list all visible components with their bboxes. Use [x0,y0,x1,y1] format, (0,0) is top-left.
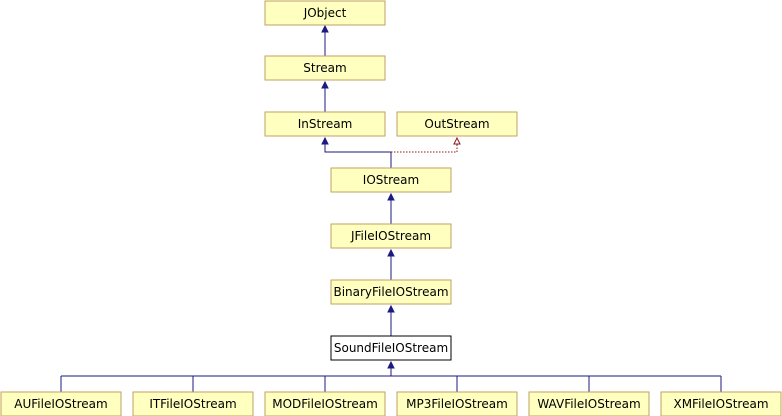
node-itfileiostream[interactable]: ITFileIOStream [132,391,254,416]
node-label: AUFileIOStream [14,397,107,411]
node-label: JObject [303,6,347,20]
node-iostream[interactable]: IOStream [330,167,452,193]
node-label: InStream [298,117,353,131]
arrowhead [321,24,329,33]
node-jobject[interactable]: JObject [264,0,386,26]
node-aufileiostream[interactable]: AUFileIOStream [0,391,122,416]
edge-iostream-to-instream [324,144,392,168]
arrowhead [387,248,395,257]
node-stream[interactable]: Stream [264,55,386,81]
node-label: WAVFileIOStream [537,397,640,411]
node-binaryfileiostream[interactable]: BinaryFileIOStream [330,279,452,305]
node-label: BinaryFileIOStream [333,285,448,299]
arrowhead-protected [453,136,461,145]
node-soundfileiostream-current: SoundFileIOStream [330,335,452,361]
node-label: MODFileIOStream [272,397,378,411]
node-xmfileiostream[interactable]: XMFileIOStream [660,391,782,416]
node-label: XMFileIOStream [673,397,768,411]
node-label: MP3FileIOStream [406,397,508,411]
node-label: IOStream [363,173,419,187]
node-label: OutStream [424,117,489,131]
node-label: ITFileIOStream [149,397,236,411]
node-label: SoundFileIOStream [334,341,448,355]
arrowhead [321,136,329,145]
edges [60,24,722,392]
node-label: JFileIOStream [350,229,431,243]
node-outstream[interactable]: OutStream [396,111,518,137]
arrowhead [387,192,395,201]
edge-iostream-to-outstream [391,144,458,153]
node-jfileiostream[interactable]: JFileIOStream [330,223,452,249]
node-instream[interactable]: InStream [264,111,386,137]
node-modfileiostream[interactable]: MODFileIOStream [264,391,386,416]
arrowhead [321,80,329,89]
node-wavfileiostream[interactable]: WAVFileIOStream [528,391,650,416]
arrowhead [387,304,395,313]
node-mp3fileiostream[interactable]: MP3FileIOStream [396,391,518,416]
arrowhead [387,360,395,369]
node-label: Stream [303,61,346,75]
